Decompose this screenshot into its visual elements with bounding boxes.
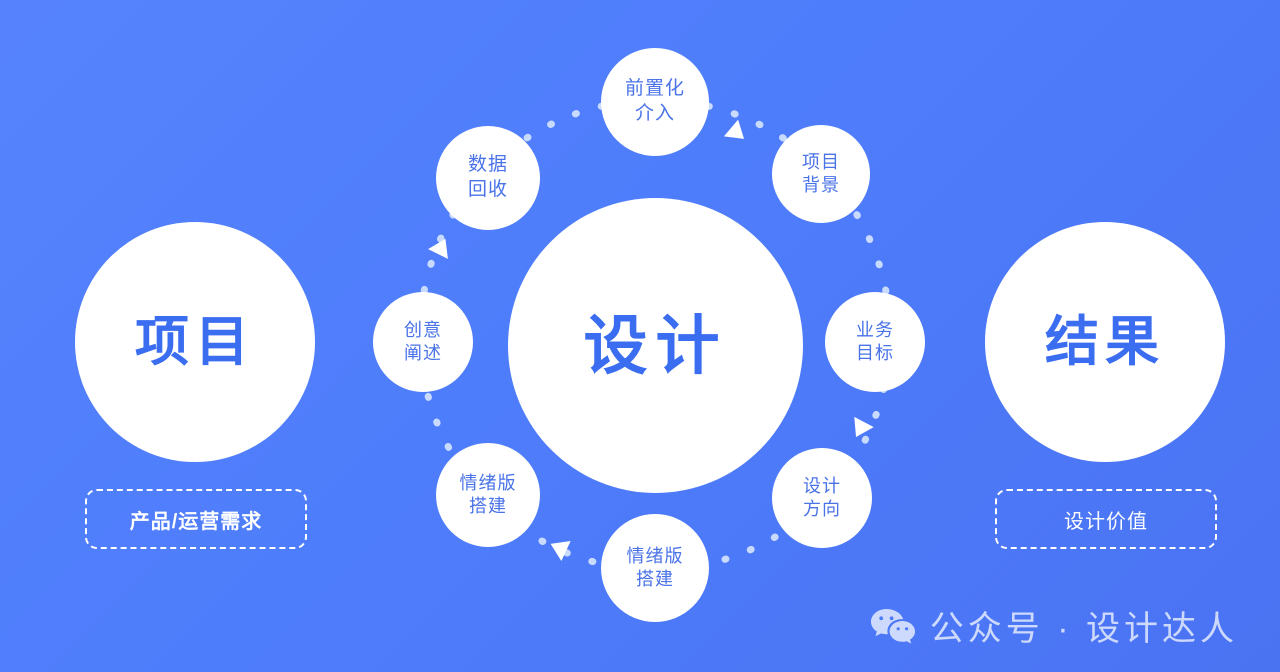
design-center-label: 设计 (583, 309, 728, 382)
project-circle: 项目 (75, 222, 315, 462)
cycle-node-label: 情绪版 搭建 (626, 545, 684, 589)
cycle-node-project-background: 项目 背景 (772, 125, 870, 223)
cycle-node-creative-statement: 创意 阐述 (373, 292, 473, 392)
project-requirement-tag-label: 产品/运营需求 (129, 510, 263, 533)
design-value-tag: 设计价值 (995, 489, 1217, 549)
cycle-node-label: 业务 目标 (856, 319, 894, 363)
cycle-node-label: 项目 背景 (802, 151, 840, 195)
arrow-marker-top-left (428, 238, 448, 259)
cycle-node-design-direction: 设计 方向 (772, 448, 872, 548)
cycle-node-label: 数据 回收 (467, 154, 508, 200)
arrow-marker-bottom-left (550, 541, 571, 561)
arrow-marker-bottom-right (854, 416, 874, 438)
cycle-node-label: 前置化 介入 (624, 78, 685, 124)
design-value-tag-label: 设计价值 (1064, 510, 1148, 533)
design-center-circle: 设计 (508, 198, 803, 493)
watermark-text: 公众号 · 设计达人 (929, 610, 1238, 648)
cycle-node-moodboard-bottom: 情绪版 搭建 (601, 514, 709, 622)
cycle-node-label: 情绪版 搭建 (459, 472, 517, 516)
wechat-icon (870, 608, 915, 644)
cycle-node-moodboard-left: 情绪版 搭建 (436, 443, 540, 547)
cycle-node-pre-intervention: 前置化 介入 (601, 48, 709, 156)
result-circle-label: 结果 (1045, 312, 1165, 372)
watermark: 公众号 · 设计达人 (870, 601, 1238, 650)
project-requirement-tag: 产品/运营需求 (85, 489, 307, 549)
result-circle: 结果 (985, 222, 1225, 462)
cycle-node-business-goal: 业务 目标 (825, 292, 925, 392)
cycle-node-data-recycle: 数据 回收 (436, 126, 540, 230)
cycle-node-label: 创意 阐述 (404, 319, 442, 363)
project-circle-label: 项目 (135, 312, 255, 372)
arrow-marker-top-right (723, 119, 745, 139)
cycle-node-label: 设计 方向 (803, 475, 841, 519)
